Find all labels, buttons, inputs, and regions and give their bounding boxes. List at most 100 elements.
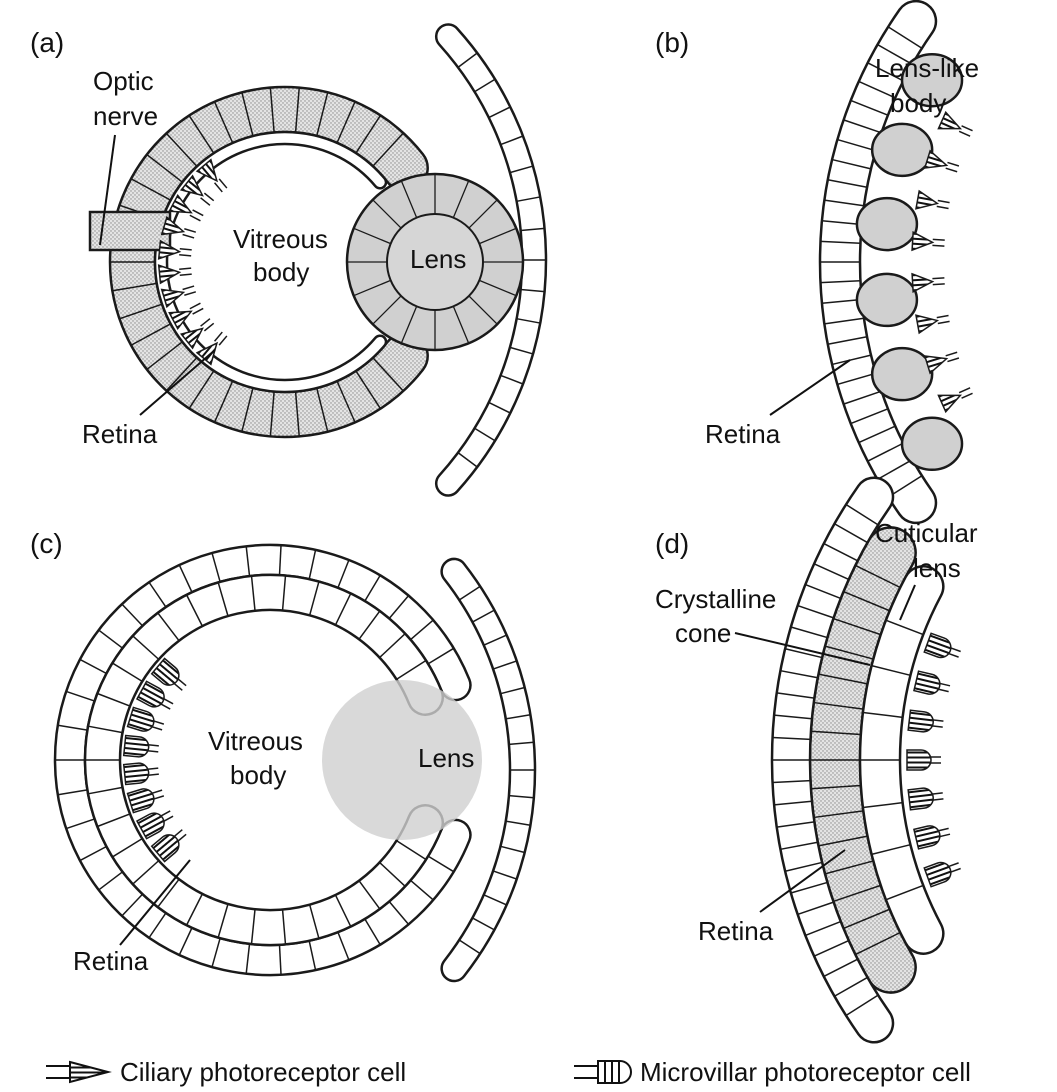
epidermis-b-cell-wall bbox=[850, 99, 889, 116]
eye-cup-inner-c-cell-wall bbox=[217, 582, 229, 617]
eye-cup-outer-c-cell-wall bbox=[308, 940, 317, 971]
eye-cup-inner-c-cell-wall bbox=[87, 725, 123, 734]
label-retina-b: Retina bbox=[705, 419, 781, 449]
microvillar-cells-c bbox=[150, 657, 187, 691]
eye-cup-inner-c-cell-wall bbox=[358, 610, 381, 640]
epidermis-b-cell-wall bbox=[858, 425, 896, 444]
eye-cup-outer-a-cell-wall bbox=[355, 370, 382, 410]
lens-like-body bbox=[870, 122, 934, 178]
epidermis-a-cell-wall bbox=[509, 346, 534, 355]
ciliary-cells-b bbox=[911, 231, 945, 252]
epidermis-a-cell-wall bbox=[520, 288, 545, 293]
eye-cup-outer-c-cell-wall bbox=[57, 789, 88, 796]
eye-cup-outer-c-cell-wall bbox=[278, 545, 282, 576]
eye-cup-inner-c-cell-wall bbox=[358, 880, 381, 910]
retina-a-pointer bbox=[139, 349, 216, 416]
epidermis-d-cell-wall bbox=[784, 861, 823, 873]
legend-ciliary: Ciliary photoreceptor cell bbox=[46, 1057, 406, 1087]
epidermis-b-cell-wall bbox=[824, 199, 865, 207]
epidermis-d-cell-wall bbox=[776, 821, 815, 828]
epidermis-b-cell-wall bbox=[827, 336, 868, 345]
lens-a-cell-wall bbox=[468, 295, 498, 325]
epidermis-b-cell-wall bbox=[831, 158, 872, 170]
epidermis-a-cell-wall bbox=[457, 452, 478, 468]
label-vitreous-c-1: Vitreous bbox=[208, 726, 303, 756]
epidermis-d-cell-wall bbox=[845, 503, 879, 526]
epidermis-b-cell-wall bbox=[837, 372, 877, 386]
epidermis-a-cell-wall bbox=[500, 374, 524, 385]
ciliary-cells-b bbox=[937, 387, 973, 414]
eye-cup-outer-c-cell-wall bbox=[79, 658, 107, 675]
microvillar-cells-d bbox=[907, 709, 944, 733]
eye-cup-outer-c-cell-wall bbox=[98, 629, 124, 649]
crystalline-cone-band-cell-wall bbox=[885, 884, 924, 901]
eye-cup-outer-c-cell-wall bbox=[245, 546, 251, 577]
epidermis-b-cell-wall bbox=[821, 298, 862, 305]
ciliary-cells-a bbox=[157, 264, 192, 285]
eye-cup-outer-c-cell-wall bbox=[121, 603, 144, 627]
label-retina-d: Retina bbox=[698, 916, 774, 946]
eye-cup-outer-c-cell-wall bbox=[148, 581, 167, 608]
epidermis-c-cell-wall bbox=[500, 686, 525, 695]
ciliary-cells-b bbox=[923, 351, 960, 375]
ciliary-cells-b bbox=[915, 314, 950, 335]
label-vitreous-c-2: body bbox=[230, 760, 286, 790]
epidermis-c-cell-wall bbox=[458, 585, 481, 601]
epidermis-c-cell-wall bbox=[472, 609, 495, 623]
eye-cup-outer-a-cell-wall bbox=[146, 341, 183, 371]
eye-cup-outer-a-cell-wall bbox=[336, 101, 356, 144]
cuticular-lens-band-cell-wall bbox=[818, 835, 868, 847]
crystalline-cone-band-cell-wall bbox=[871, 664, 911, 677]
eye-cup-inner-c-cell-wall bbox=[334, 593, 352, 626]
epidermis-b-cell-wall bbox=[827, 179, 868, 188]
eye-cup-outer-a-cell-wall bbox=[130, 323, 172, 346]
eye-cup-outer-c-cell-wall bbox=[308, 549, 317, 580]
epidermis-d-cell-wall bbox=[772, 736, 811, 741]
microvillar-cells-d bbox=[923, 861, 961, 888]
eye-cup-inner-c-cell-wall bbox=[97, 692, 131, 707]
epidermis-b-cell-wall bbox=[867, 62, 904, 82]
eye-cup-outer-a-cell-wall bbox=[188, 370, 215, 409]
eye-cup-layer-a bbox=[153, 130, 388, 394]
epidermis-d-cell-wall bbox=[834, 523, 868, 544]
label-retina-a: Retina bbox=[82, 419, 158, 449]
label-lens-a: Lens bbox=[410, 244, 466, 274]
epidermis-d-cell-wall bbox=[772, 779, 811, 784]
epidermis-c-cell-wall bbox=[508, 741, 534, 746]
eye-cup-outer-c-cell-wall bbox=[178, 564, 193, 593]
eye-cup-inner-c-cell-wall bbox=[396, 659, 427, 680]
epidermis-b-cell-wall bbox=[867, 442, 904, 462]
lens-a-cell-wall bbox=[353, 227, 391, 245]
ciliary-cells-b bbox=[915, 189, 950, 210]
lens-a-cell-wall bbox=[468, 199, 498, 229]
epidermis-d-cell-wall bbox=[774, 714, 813, 720]
eye-cup-outer-c-cell-wall bbox=[337, 931, 350, 961]
epidermis-b-cell-wall bbox=[820, 240, 861, 244]
eye-cup-inner-c-cell-wall bbox=[281, 575, 287, 611]
eye-cup-outer-a-cell-wall bbox=[316, 387, 329, 432]
epidermis-c-cell-wall bbox=[500, 845, 525, 854]
eye-cup-outer-c-cell-wall bbox=[148, 912, 167, 939]
eye-cup-inner-c-cell-wall bbox=[132, 635, 160, 660]
microvillar-cells-c bbox=[135, 810, 174, 840]
ciliary-cells-a bbox=[168, 193, 204, 222]
label-crystalline-2: cone bbox=[675, 618, 731, 648]
diagram-shapes bbox=[53, 0, 973, 1044]
eye-cup-outer-c-cell-wall bbox=[121, 893, 144, 917]
cuticular-lens-band-cell-wall bbox=[855, 931, 901, 956]
cuticular-pointer bbox=[899, 584, 916, 621]
epidermis-d-cell-wall bbox=[797, 901, 834, 916]
epidermis-d-cell-wall bbox=[805, 583, 841, 600]
panel-c-tag: (c) bbox=[30, 528, 63, 559]
epidermis-a-cell-wall bbox=[457, 52, 478, 68]
eye-cup-outer-c-cell-wall bbox=[98, 871, 124, 891]
eye-cup-outer-c-cell-wall bbox=[57, 724, 88, 731]
epidermis-b-cell-wall bbox=[858, 80, 896, 99]
eye-cup-outer-c-cell-wall bbox=[410, 619, 434, 641]
epidermis-b-cell-wall bbox=[850, 408, 889, 425]
eye-cup-outer-c-cell-wall bbox=[364, 918, 381, 946]
microvillar-cells-c bbox=[122, 734, 159, 758]
optic-nerve-pointer bbox=[99, 134, 116, 246]
epidermis-b-cell-wall bbox=[824, 317, 865, 325]
lens-a-cell-wall bbox=[400, 306, 418, 344]
